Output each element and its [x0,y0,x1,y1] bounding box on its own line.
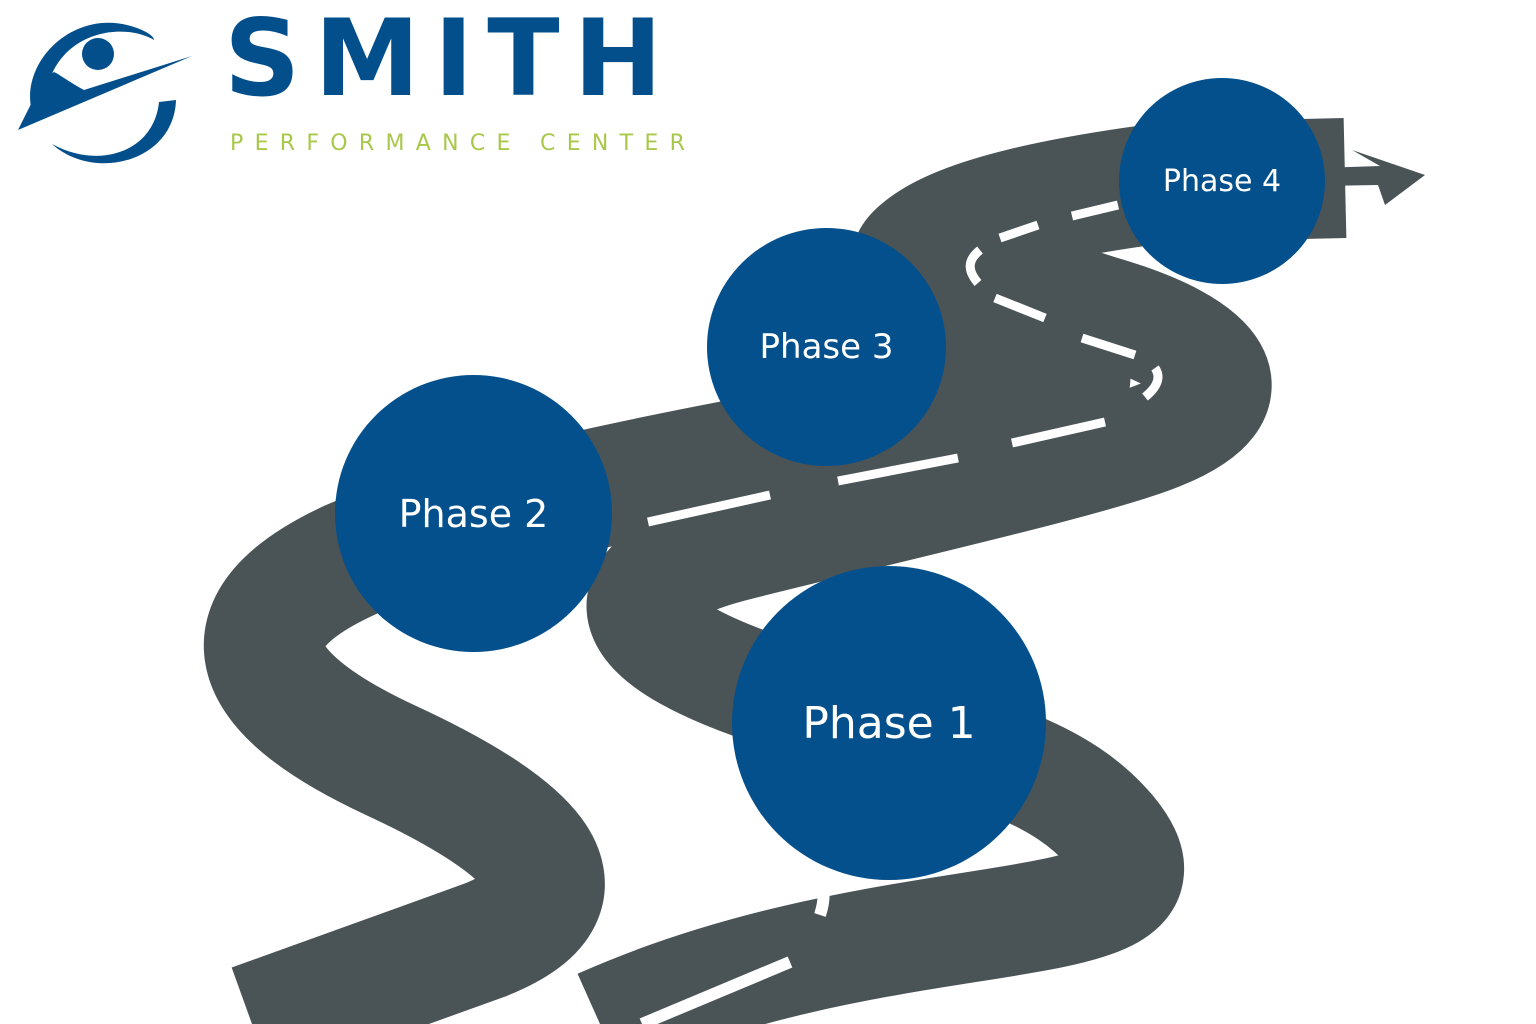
phase-4-label: Phase 4 [1162,163,1282,199]
logo-ring-bottom [52,100,176,164]
lane-marking-middle [647,200,1163,527]
phase-2-label: Phase 2 [398,491,549,536]
brand-tagline: PERFORMANCE CENTER [230,131,697,156]
road-surface [204,118,1347,1024]
road-surface-lower [577,172,1272,1024]
phase-1-label: Phase 1 [802,697,976,749]
lane-marking-lower [437,638,830,1024]
logo-head [82,38,114,70]
brand-name: SMITH [224,0,677,120]
arrow-right-icon [1320,150,1425,205]
phase-4-node: Phase 4 [1119,78,1325,284]
phase-3-label: Phase 3 [759,327,894,367]
phase-1-node: Phase 1 [732,566,1046,880]
phase-2-node: Phase 2 [335,375,612,652]
phase-3-node: Phase 3 [707,228,946,466]
runner-swoosh-logo [18,22,192,164]
logo-swoosh [18,56,192,130]
logo-ring-top [30,22,154,112]
